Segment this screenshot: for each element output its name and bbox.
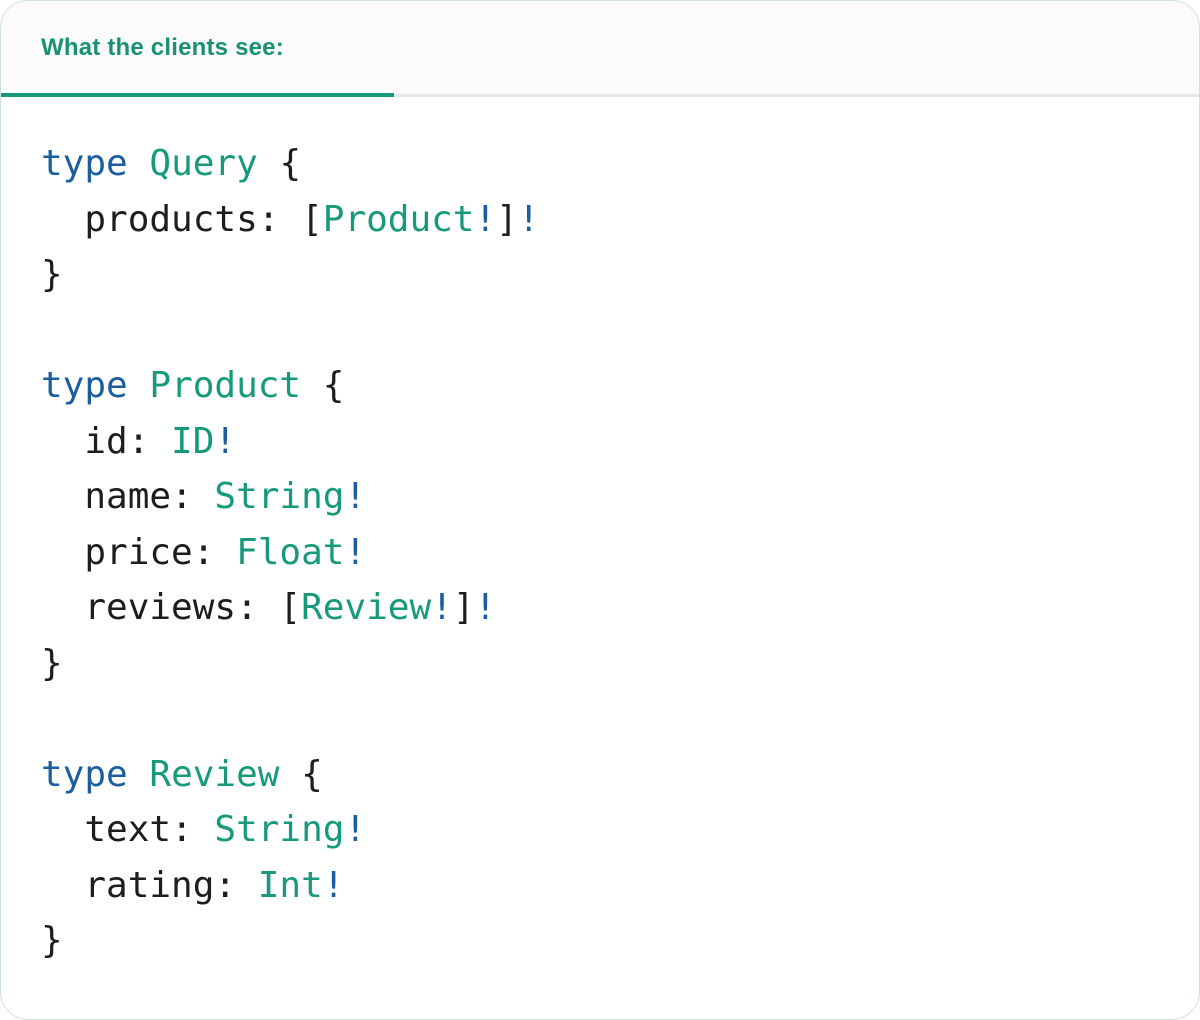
code-token-ty: Product — [322, 198, 475, 240]
code-line: } — [41, 913, 1159, 969]
code-token-pl: { — [257, 143, 302, 184]
code-token-bg: ! — [474, 198, 497, 240]
code-token-ty: Review — [301, 587, 432, 628]
tab-label: What the clients see: — [41, 33, 284, 61]
code-line: text: String! — [41, 802, 1159, 858]
code-token-pl: reviews: [ — [41, 587, 302, 628]
code-token-ty: ID — [171, 420, 215, 462]
code-block: type Query { products: [Product!]!}type … — [1, 97, 1199, 969]
code-token-pl: } — [41, 254, 63, 295]
code-token-pl: products: [ — [41, 198, 323, 240]
code-token-pl — [128, 365, 150, 406]
code-line: type Query { — [41, 136, 1159, 192]
code-token-ty: Float — [236, 531, 345, 573]
code-line: price: Float! — [41, 525, 1159, 581]
code-line: id: ID! — [41, 414, 1159, 470]
panel-header: What the clients see: — [1, 1, 1199, 97]
code-token-bg: ! — [344, 809, 367, 850]
code-token-pl: ] — [496, 198, 518, 240]
code-line — [41, 691, 1159, 747]
code-token-pl — [128, 143, 150, 184]
code-token-bg: ! — [517, 198, 540, 240]
code-token-pl: rating: — [41, 864, 258, 906]
code-token-bg: ! — [322, 864, 345, 906]
code-token-bg: ! — [431, 587, 453, 628]
code-token-pl: id: — [41, 420, 172, 462]
code-line: products: [Product!]! — [41, 192, 1159, 248]
code-token-pl: } — [41, 920, 63, 961]
code-token-pl: ] — [452, 587, 475, 628]
code-token-pl — [128, 754, 150, 795]
code-line: type Product { — [41, 358, 1159, 414]
code-token-pl: name: — [41, 476, 215, 517]
code-token-kw: type — [41, 753, 128, 795]
code-token-pl: text: — [41, 809, 215, 850]
code-token-bg: ! — [474, 587, 497, 628]
code-token-pl: { — [301, 365, 345, 406]
code-token-ty: Review — [149, 753, 280, 795]
code-line: type Review { — [41, 747, 1159, 803]
code-token-ty: Product — [149, 365, 302, 406]
code-line: rating: Int! — [41, 858, 1159, 914]
code-token-ty: Query — [149, 143, 258, 184]
code-token-pl: } — [41, 642, 63, 684]
code-token-kw: type — [41, 143, 128, 184]
code-line: } — [41, 247, 1159, 303]
code-token-kw: type — [41, 365, 128, 406]
code-token-bg: ! — [344, 476, 367, 517]
code-line: reviews: [Review!]! — [41, 580, 1159, 636]
active-tab-indicator — [1, 93, 394, 97]
code-line: } — [41, 636, 1159, 692]
code-token-bg: ! — [344, 531, 367, 573]
code-line — [41, 303, 1159, 359]
code-token-bg: ! — [214, 420, 237, 462]
code-token-pl: { — [279, 753, 323, 795]
code-token-ty: String — [214, 476, 345, 517]
code-token-ty: String — [214, 809, 345, 850]
code-token-ty: Int — [257, 864, 323, 906]
code-token-pl: price: — [41, 531, 237, 573]
code-line: name: String! — [41, 469, 1159, 525]
tab-what-clients-see[interactable]: What the clients see: — [1, 1, 394, 94]
